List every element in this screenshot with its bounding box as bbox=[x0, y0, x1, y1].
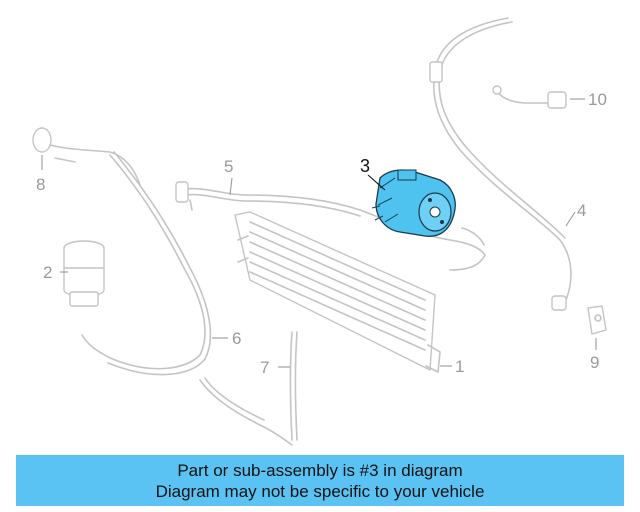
leader-5 bbox=[229, 177, 233, 196]
parts-diagram: 1 2 3 4 5 6 7 8 9 10 bbox=[32, 17, 607, 446]
compressor-part-3 bbox=[371, 169, 456, 237]
condenser-part-1 bbox=[234, 211, 441, 373]
callout-1: 1 bbox=[455, 357, 464, 376]
leader-3 bbox=[367, 174, 386, 191]
callout-3: 3 bbox=[360, 156, 370, 176]
line-part-6 bbox=[81, 151, 212, 376]
callout-8: 8 bbox=[36, 175, 45, 194]
callout-7: 7 bbox=[260, 358, 269, 377]
banner-line-1: Part or sub-assembly is #3 in diagram bbox=[177, 461, 463, 480]
callout-2: 2 bbox=[43, 263, 52, 282]
banner-line-2: Diagram may not be specific to your vehi… bbox=[155, 482, 485, 501]
fitting-part-8 bbox=[32, 127, 141, 186]
callout-6: 6 bbox=[232, 329, 241, 348]
pressure-switch-part-10 bbox=[492, 85, 567, 109]
hose-part-4 bbox=[429, 17, 572, 311]
callout-4: 4 bbox=[577, 201, 586, 220]
info-banner: Part or sub-assembly is #3 in diagram Di… bbox=[16, 455, 624, 506]
callout-9: 9 bbox=[590, 353, 599, 372]
bracket-part-9 bbox=[587, 305, 607, 335]
callout-10: 10 bbox=[588, 90, 607, 109]
callout-5: 5 bbox=[224, 157, 233, 176]
leader-4 bbox=[565, 211, 576, 227]
line-part-7 bbox=[199, 331, 298, 446]
receiver-drier-part-2 bbox=[63, 240, 105, 307]
